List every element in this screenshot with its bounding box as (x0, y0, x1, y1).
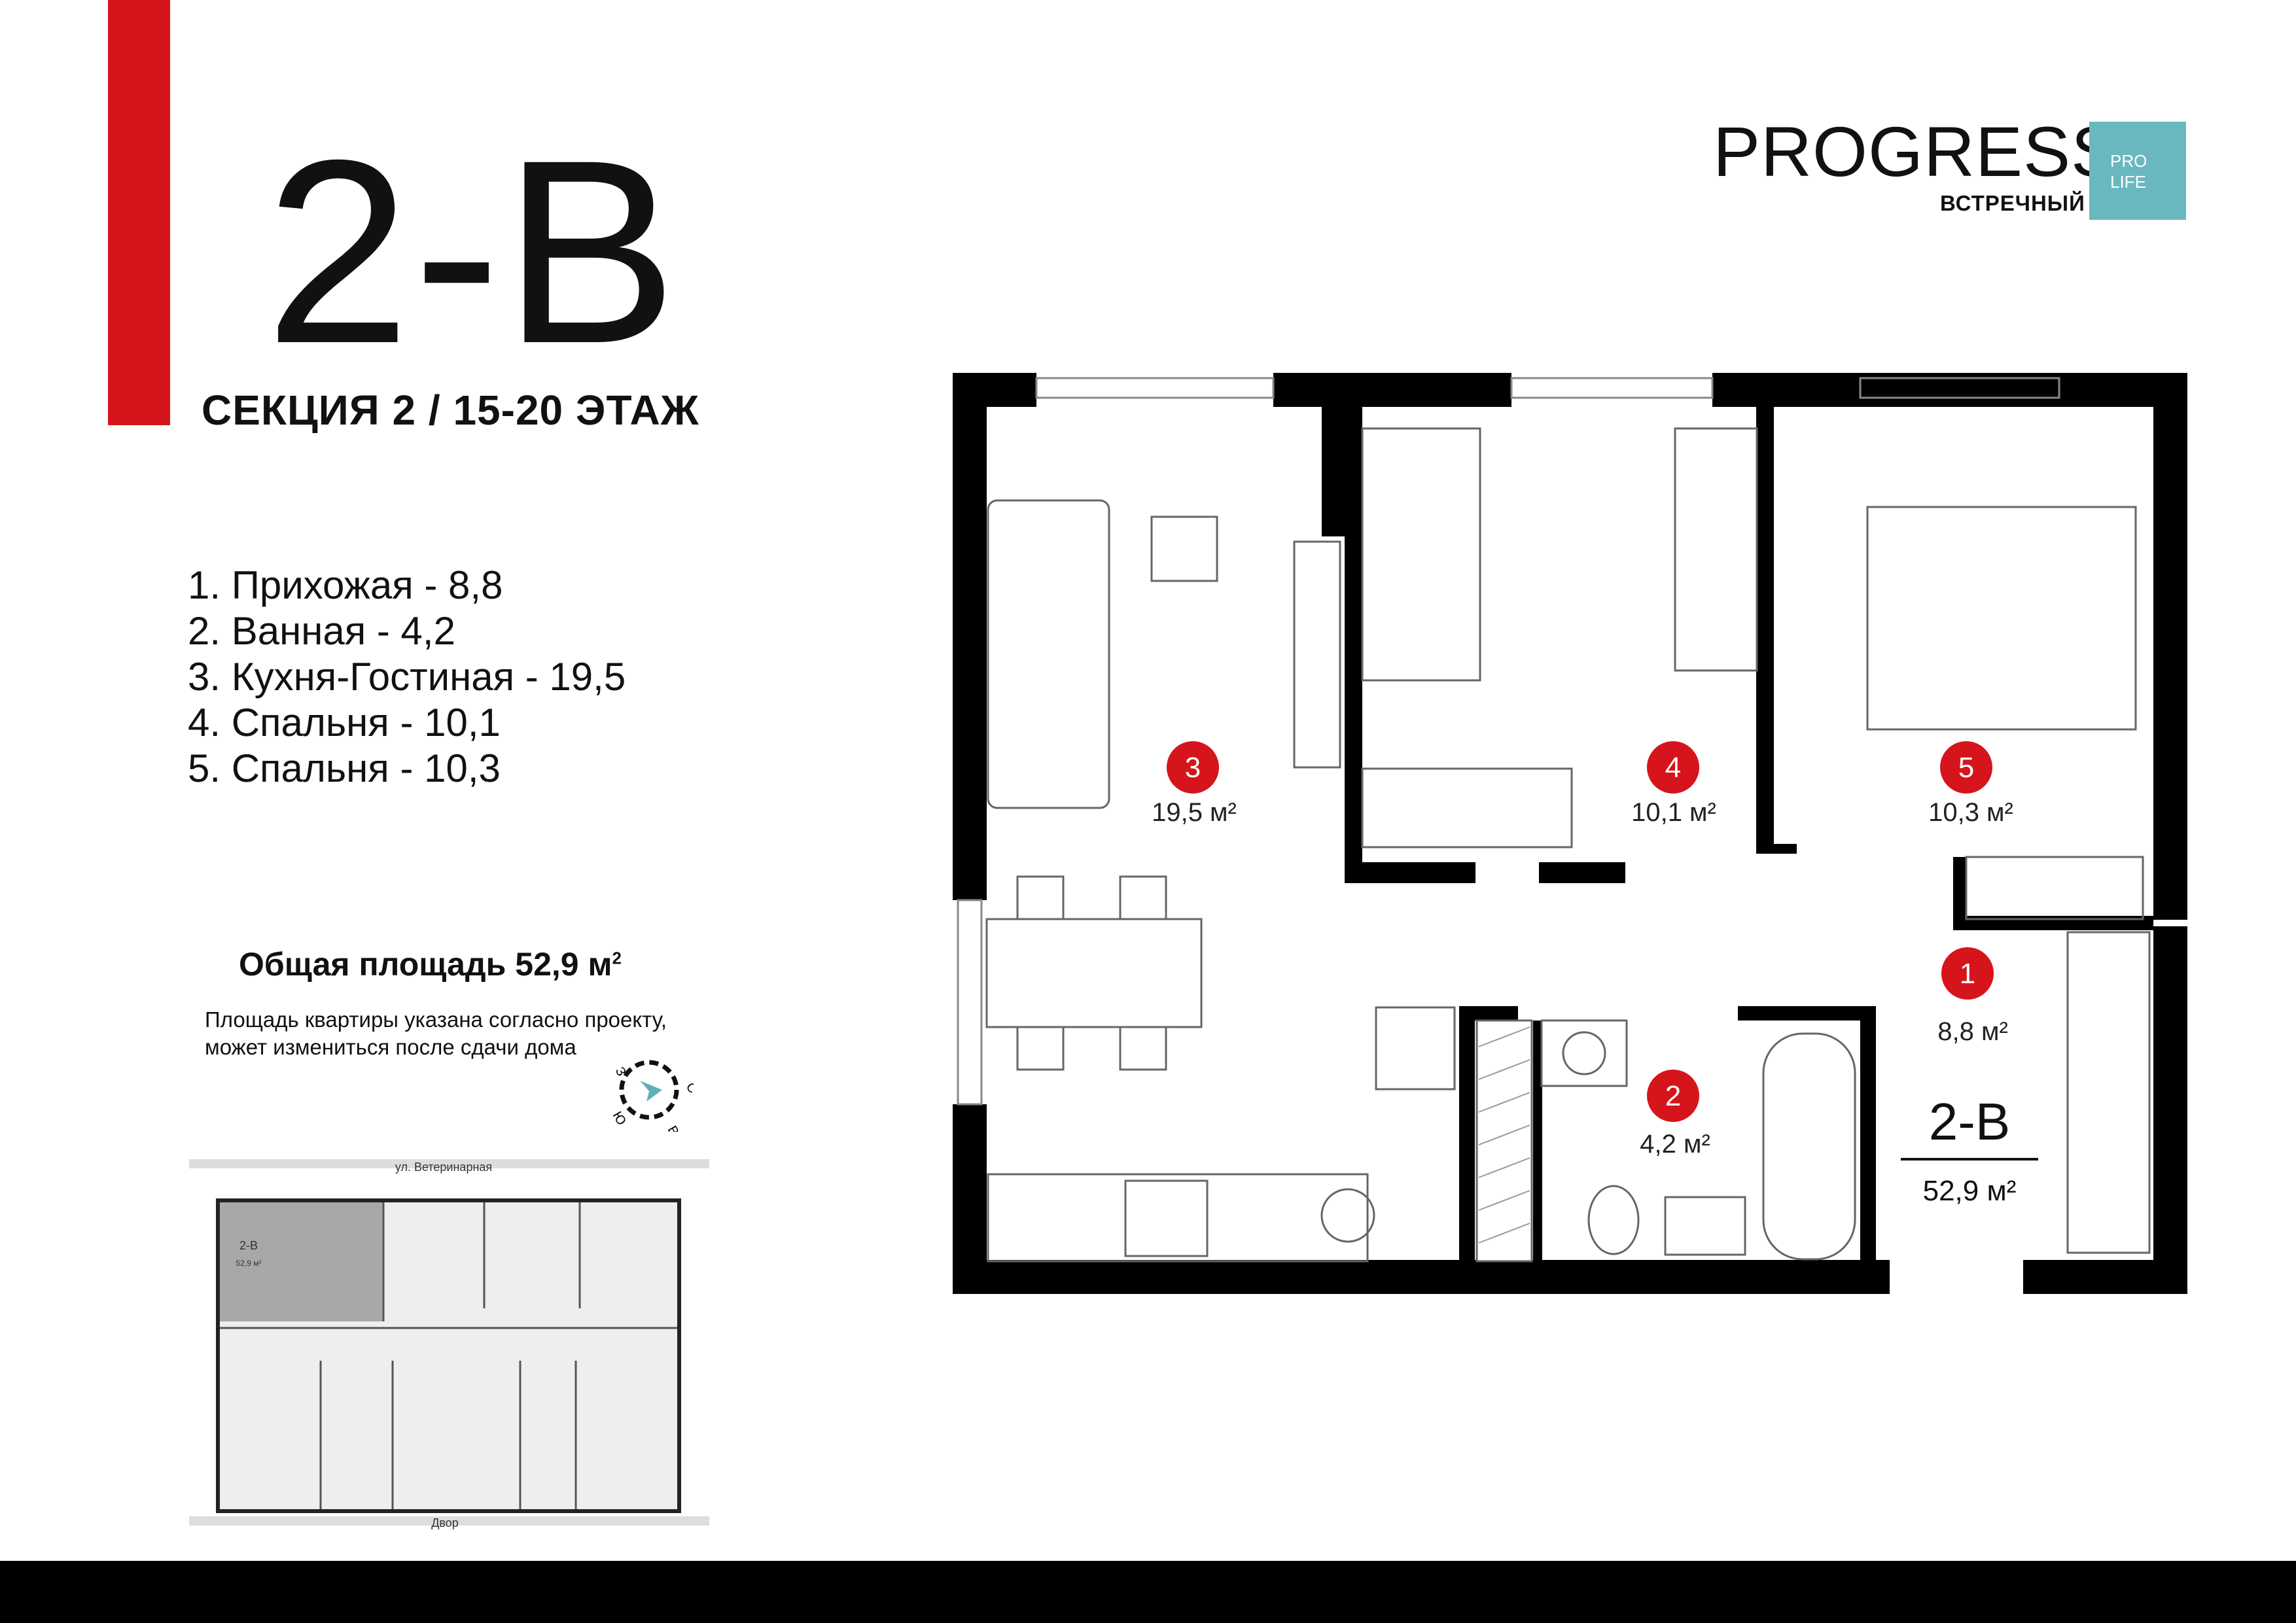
compass-icon: С З Ю В (610, 1060, 694, 1132)
area-disclaimer-line: может измениться после сдачи дома (205, 1035, 576, 1059)
brand-logo-badge: PRO LIFE (2089, 122, 2186, 220)
room-marker-2: 2 4,2 м² (1640, 1070, 1710, 1159)
brand-logo-subtitle: ВСТРЕЧНЫЙ (1940, 191, 2085, 215)
room-area-label: 10,1 м² (1631, 798, 1716, 827)
room-list-item: 5. Спальня - 10,3 (188, 746, 501, 790)
floor-plan: 3 19,5 м² 4 10,1 м² 5 10,3 м² 1 8,8 м² 2… (953, 373, 2187, 1294)
room-marker-3: 3 19,5 м² (1152, 741, 1237, 827)
brand-logo-wordmark: PROGRESS (1713, 112, 2119, 191)
footer-bar (0, 1561, 2296, 1623)
compass-west-label: З (612, 1065, 629, 1079)
room-list-item: 2. Ванная - 4,2 (188, 609, 455, 653)
plan-ventilation-shaft (1475, 1019, 1533, 1263)
compass-south-label: Ю (610, 1109, 629, 1128)
total-area-text: Общая площадь 52,9 м (239, 946, 612, 983)
brand-badge-line: LIFE (2110, 172, 2146, 192)
total-area: Общая площадь 52,9 м2 (239, 945, 622, 983)
compass-north-label: С (683, 1081, 694, 1096)
room-number: 3 (1185, 752, 1201, 784)
plan-shaft-hatch (1478, 1026, 1530, 1244)
plan-windows (957, 377, 2060, 1106)
mini-unit-code: 2-В (239, 1239, 258, 1252)
brand-badge-line: PRO (2110, 151, 2147, 171)
area-disclaimer-line: Площадь квартиры указана согласно проект… (205, 1007, 667, 1032)
room-list-item: 1. Прихожая - 8,8 (188, 563, 503, 607)
accent-red-bar (108, 0, 170, 425)
mini-street-label: ул. Ветеринарная (395, 1161, 492, 1174)
room-number: 4 (1665, 752, 1681, 784)
section-floor-label: СЕКЦИЯ 2 / 15-20 ЭТАЖ (202, 387, 699, 434)
room-marker-1: 1 8,8 м² (1937, 947, 2008, 1046)
mini-yard-strip (189, 1516, 709, 1526)
area-disclaimer: Площадь квартиры указана согласно проект… (205, 1006, 728, 1061)
mini-unit-area: 52,9 м² (236, 1259, 262, 1268)
plan-apartment-code: 2-В (1929, 1092, 2011, 1151)
plan-furniture (985, 427, 2151, 1263)
plan-walls (953, 373, 2187, 1294)
plan-total-area: 52,9 м² (1923, 1175, 2017, 1207)
room-list: 1. Прихожая - 8,8 2. Ванная - 4,2 3. Кух… (188, 563, 626, 792)
room-number: 5 (1958, 752, 1974, 784)
mini-floor-plan: ул. Ветеринарная 2-В 52,9 м² Двор (189, 1159, 709, 1529)
mini-highlighted-unit (220, 1202, 383, 1321)
room-number: 2 (1665, 1080, 1681, 1112)
mini-yard-label: Двор (431, 1516, 459, 1529)
apartment-code: 2-В (265, 105, 680, 398)
room-area-label: 8,8 м² (1937, 1017, 2008, 1046)
room-marker-5: 5 10,3 м² (1928, 741, 2013, 827)
mini-interior-walls (220, 1202, 677, 1509)
room-number: 1 (1960, 958, 1975, 990)
total-area-unit-sup: 2 (612, 948, 622, 968)
room-area-label: 19,5 м² (1152, 798, 1237, 827)
room-list-item: 3. Кухня-Гостиная - 19,5 (188, 655, 626, 699)
compass-east-label: В (665, 1124, 682, 1132)
room-marker-4: 4 10,1 м² (1631, 741, 1716, 827)
room-area-label: 4,2 м² (1640, 1130, 1710, 1159)
room-list-item: 4. Спальня - 10,1 (188, 701, 501, 744)
room-area-label: 10,3 м² (1928, 798, 2013, 827)
mini-street-strip (189, 1159, 709, 1168)
